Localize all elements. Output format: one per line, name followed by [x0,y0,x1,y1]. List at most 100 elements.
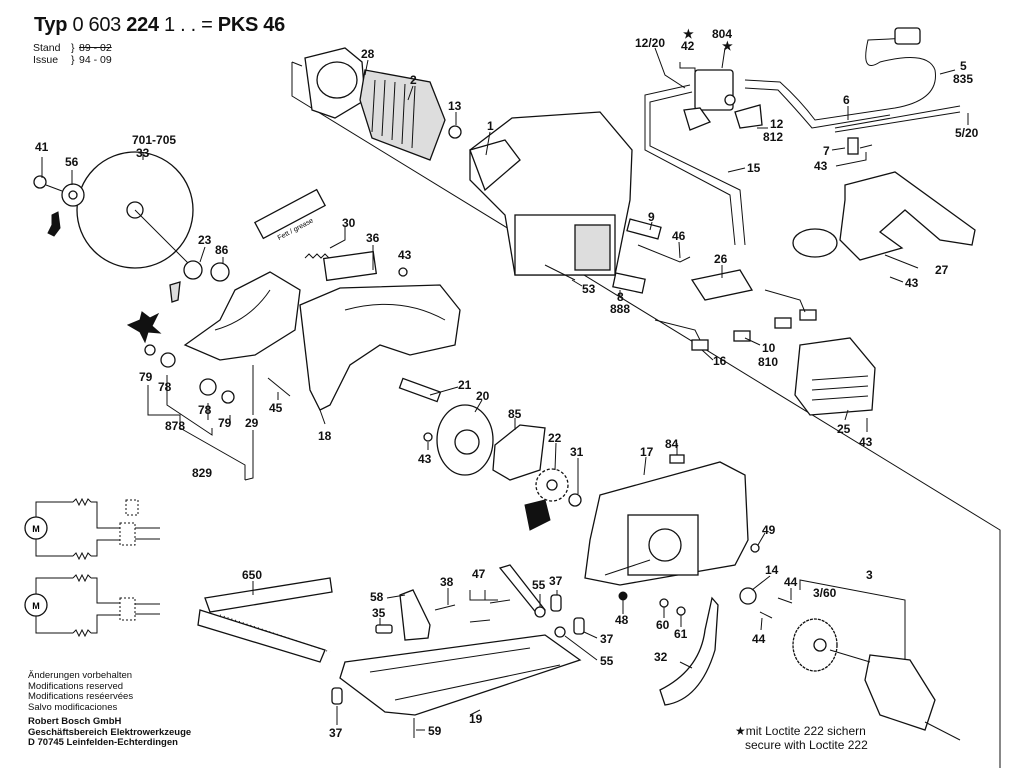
callout-3-60: 3/60 [813,586,837,600]
hex-key-icon [47,211,61,237]
nut-55a [534,606,546,618]
callout-810: 810 [758,355,778,369]
motor-symbol: M [32,601,40,611]
callout-26: 26 [714,252,728,266]
plate-9 [626,218,662,240]
callout-58: 58 [370,590,384,604]
callout-15: 15 [747,161,761,175]
document-title: Typ 0 603 224 1 . . = PKS 46 [34,14,285,37]
label-888 [612,272,646,294]
callout-650: 650 [242,568,262,582]
callout-22: 22 [548,431,562,445]
bearing-13 [448,125,462,139]
strain-relief-812 [734,104,763,129]
callout-78a: 78 [158,380,172,394]
gear-22 [535,468,569,502]
note-es: Salvo modificaciones [28,701,118,713]
carbon-brush-16 [654,289,817,351]
callout-43c: 43 [905,276,919,290]
callout-21: 21 [458,378,472,392]
note-fr: Modifications reséervées [28,691,134,702]
callout-30: 30 [342,216,356,230]
callout-829: 829 [192,466,212,480]
loctite-line-de: mit Loctite 222 sichern [745,724,866,738]
screw-44b [759,611,773,619]
flange-56 [61,183,85,207]
callout-38: 38 [440,575,454,589]
saw-blade-33 [76,151,194,269]
note-de: Änderungen vorbehalten [28,670,133,681]
callout-17: 17 [640,445,654,459]
gear-housing-17 [584,461,749,586]
base-plate-19 [339,634,582,716]
bevel-gear-3-60 [792,618,838,672]
callout-60: 60 [656,618,670,632]
callout-5: 5 [960,59,967,73]
callout-36: 36 [366,231,380,245]
callout-43e: 43 [859,435,873,449]
angle-bracket-58 [399,589,431,641]
nut-48 [618,591,628,601]
screw-45 [267,377,291,397]
screw-47a [489,599,511,604]
callout-61: 61 [674,627,688,641]
revision-block: Stand}89 - 02 Issue}94 - 09 [33,42,112,66]
model-name: PKS 46 [217,14,285,36]
wing-bolt-35 [375,624,393,634]
plate-85 [492,424,546,481]
parallel-guide-650 [197,577,333,663]
callout-2: 2 [410,73,417,87]
callout-12-20: 12/20 [635,36,665,50]
motor-housing-1 [469,111,633,276]
callout-43a: 43 [814,159,828,173]
switch-804 [683,69,736,131]
callout-18: 18 [318,429,332,443]
label-36 [322,250,378,282]
callout-701-705: 701-705 [132,133,176,147]
star-icon: ★ [735,724,746,738]
coupling-icon [524,499,551,531]
callout-86: 86 [215,243,229,257]
callout-49: 49 [762,523,776,537]
screw-44a [777,597,793,604]
callout-85: 85 [508,407,522,421]
stand-value: 89 - 02 [79,42,112,54]
riving-knife-32 [659,596,719,706]
nut-79a [144,344,156,356]
issue-value: 94 - 09 [79,54,112,66]
label-84 [669,454,685,464]
callout-19: 19 [469,712,483,726]
lower-blade-guard-29 [126,271,301,361]
company-address: D 70745 Leinfelden-Echterdingen [28,737,178,748]
company-division: Geschäftsbereich Elektrowerkzeuge [28,726,192,738]
lever-icon [126,311,162,344]
part-callouts: 28 2 13 1 12/20 ★ 42 804 ★ 5 835 6 12 81… [35,27,979,740]
callout-84: 84 [665,437,679,451]
callout-5-20: 5/20 [955,126,979,140]
callout-888-tag: 8 [617,290,624,304]
nut-79b [221,390,235,404]
callout-6: 6 [843,93,850,107]
callout-55b: 55 [600,654,614,668]
issue-label: Issue [33,54,59,66]
type-number-bold: 224 [126,14,159,36]
type-suffix: 1 . . = [164,14,213,36]
knob-37b [573,617,585,635]
bracket-3 [799,579,906,660]
company-name: Robert Bosch GmbH [28,716,122,727]
nut-55b [554,626,566,638]
bearing-14 [739,587,757,605]
callout-53: 53 [582,282,596,296]
note-en: Modifications reserved [28,680,124,692]
callout-32: 32 [654,650,668,664]
callout-23: 23 [198,233,212,247]
knob-37a [550,594,562,612]
blade-guard-18 [299,284,461,411]
screw-43b [398,267,408,277]
callout-79b: 79 [218,416,232,430]
callout-812: 812 [763,130,783,144]
callout-7: 7 [823,144,830,158]
brush-cover-26 [690,269,754,301]
callout-810-tag: 10 [762,341,776,355]
callout-888: 888 [610,302,630,316]
